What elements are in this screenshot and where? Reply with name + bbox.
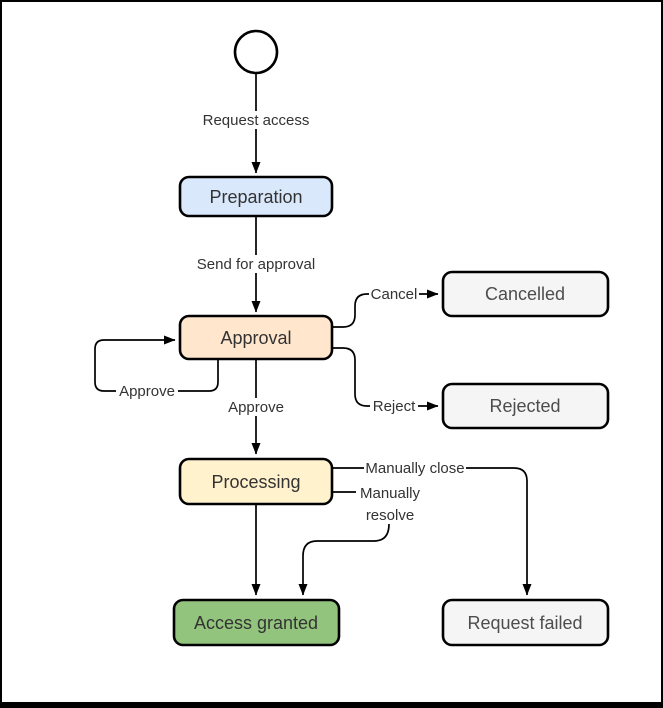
cancelled-label: Cancelled — [485, 284, 565, 304]
edge-label-request-access: Request access — [203, 111, 310, 129]
edge-label-manually-resolve: Manually resolve — [356, 484, 424, 524]
edge-label-cancel: Cancel — [369, 285, 419, 303]
edge-manually-resolve — [298, 523, 390, 596]
approve-text: Approve — [228, 399, 284, 416]
state-start — [233, 29, 279, 75]
cancel-text: Cancel — [371, 286, 418, 303]
send-for-approval-text: Send for approval — [197, 256, 315, 273]
approval-box — [178, 314, 334, 361]
rejected-box — [441, 382, 610, 430]
approve-loop-text: Approve — [119, 383, 175, 400]
state-preparation: Preparation — [178, 175, 334, 218]
label-background — [356, 484, 424, 524]
edge-label-approve: Approve — [225, 398, 287, 416]
rejected-label: Rejected — [489, 396, 560, 416]
label-background — [364, 459, 466, 477]
edge-manually-close — [332, 467, 532, 596]
edge-reject — [332, 347, 439, 411]
state-request-failed: Request failed — [441, 598, 610, 647]
processing-label: Processing — [211, 472, 300, 492]
edge-label-manually-close: Manually close — [364, 459, 466, 477]
request-access-text: Request access — [203, 112, 310, 129]
state-rejected: Rejected — [441, 382, 610, 430]
label-background — [225, 398, 287, 416]
preparation-box — [178, 175, 334, 218]
access-granted-label: Access granted — [194, 613, 318, 633]
state-cancelled: Cancelled — [441, 270, 610, 318]
label-background — [203, 111, 309, 129]
preparation-label: Preparation — [209, 187, 302, 207]
manually-resolve-text-line1: Manually — [360, 485, 421, 502]
label-background — [196, 255, 316, 273]
initial-state-circle — [233, 29, 279, 75]
edge-label-reject: Reject — [370, 397, 418, 415]
manually-close-text: Manually close — [365, 460, 464, 477]
request-failed-label: Request failed — [467, 613, 582, 633]
access-granted-box — [172, 598, 341, 647]
state-access-granted: Access granted — [172, 598, 341, 647]
edge-label-send-for-approval: Send for approval — [196, 255, 316, 273]
manually-resolve-text-line2: resolve — [366, 507, 414, 524]
state-approval: Approval — [178, 314, 334, 361]
cancelled-box — [441, 270, 610, 318]
label-background — [370, 397, 418, 415]
edge-label-approve-loop: Approve — [116, 382, 178, 400]
edge-approve-self-loop — [94, 335, 219, 392]
reject-text: Reject — [373, 398, 416, 415]
label-background — [116, 382, 178, 400]
request-failed-box — [441, 598, 610, 647]
state-processing: Processing — [178, 457, 334, 506]
processing-box — [178, 457, 334, 506]
approval-label: Approval — [220, 328, 291, 348]
edge-cancel — [332, 289, 439, 328]
label-background — [369, 285, 419, 303]
